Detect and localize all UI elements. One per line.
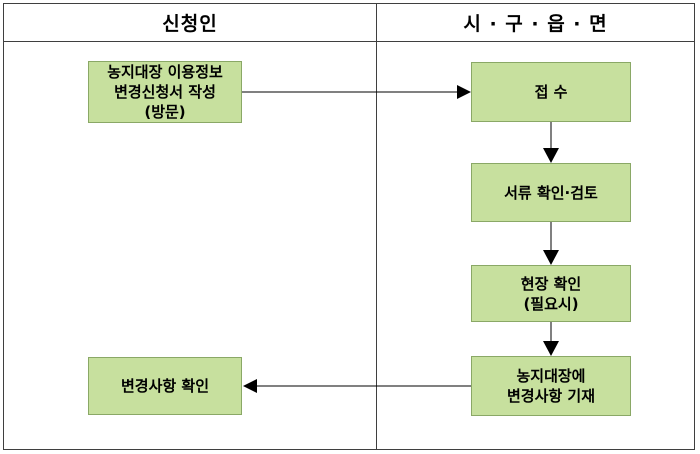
site-to-record-arrowhead [543, 341, 559, 356]
receive-step: 접 수 [471, 62, 631, 122]
apply-to-receive-arrowhead [457, 85, 471, 99]
office-column-header: 시 · 구 · 읍 · 면 [463, 13, 608, 35]
record-to-confirm-arrowhead [243, 379, 257, 393]
record-change-step: 농지대장에 변경사항 기재 [471, 356, 631, 416]
table-border [3, 3, 695, 450]
receive-to-review-arrowhead [543, 148, 559, 163]
applicant-column-header: 신청인 [162, 13, 218, 35]
header-divider [3, 41, 695, 42]
document-review-step: 서류 확인·검토 [471, 163, 631, 222]
site-check-step: 현장 확인 (필요시) [471, 265, 631, 322]
review-to-site-arrowhead [543, 250, 559, 265]
apply-form-step: 농지대장 이용정보 변경신청서 작성 (방문) [88, 61, 242, 123]
confirm-change-step: 변경사항 확인 [88, 357, 242, 415]
column-divider [376, 3, 377, 450]
